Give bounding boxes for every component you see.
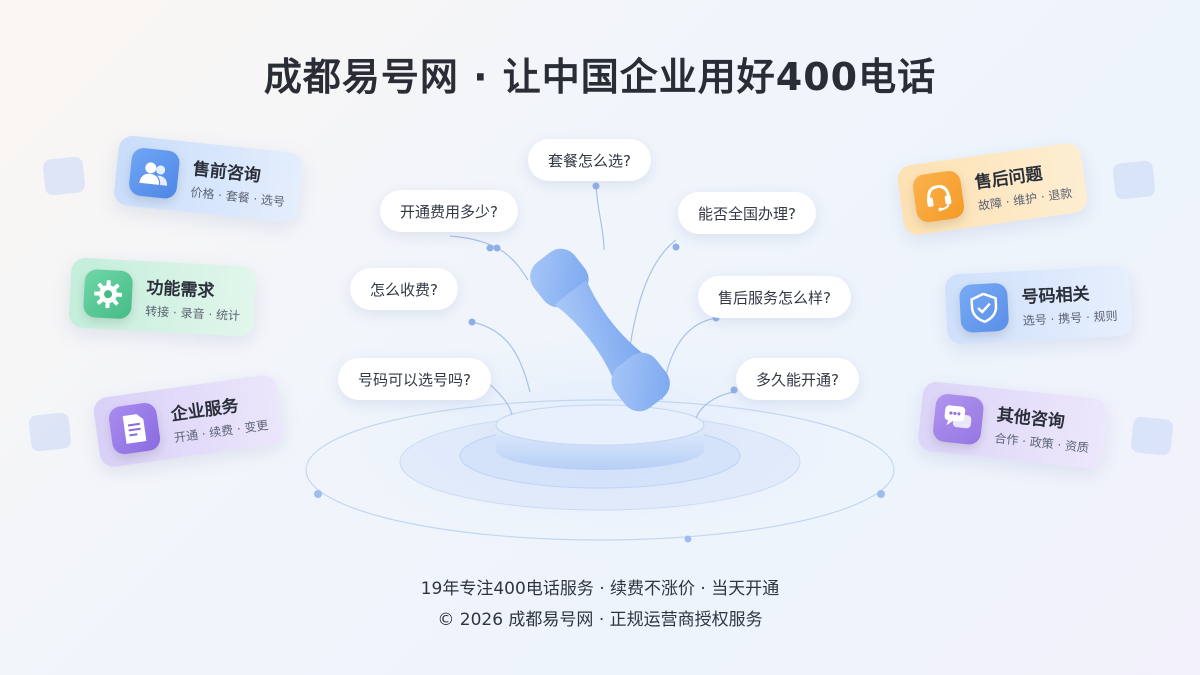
question-bubble[interactable]: 多久能开通? bbox=[736, 358, 859, 400]
card-subtitle: 选号 · 携号 · 规则 bbox=[1022, 308, 1118, 328]
card-aftersale-issues[interactable]: 售后问题 故障 · 维护 · 退款 bbox=[896, 141, 1089, 237]
question-bubble[interactable]: 号码可以选号吗? bbox=[338, 358, 491, 400]
phone-handset-icon bbox=[530, 248, 670, 412]
question-bubble[interactable]: 能否全国办理? bbox=[678, 192, 816, 234]
card-feature-needs[interactable]: 功能需求 转接 · 录音 · 统计 bbox=[68, 257, 257, 337]
shield-check-icon bbox=[958, 282, 1010, 334]
footer-tagline: 19年专注400电话服务 · 续费不涨价 · 当天开通 bbox=[420, 579, 780, 599]
footer-copyright: © 2026 成都易号网 · 正规运营商授权服务 bbox=[437, 610, 763, 630]
page-title: 成都易号网 · 让中国企业用好400电话 bbox=[263, 55, 937, 99]
pedestal-top bbox=[495, 404, 705, 446]
card-enterprise-service[interactable]: 企业服务 开通 · 续费 · 变更 bbox=[92, 373, 285, 469]
ring-dot bbox=[877, 490, 885, 498]
question-bubble[interactable]: 售后服务怎么样? bbox=[698, 276, 851, 318]
document-icon bbox=[107, 401, 162, 456]
card-title: 号码相关 bbox=[1021, 284, 1091, 308]
card-presale-consult[interactable]: 售前咨询 价格 · 套餐 · 选号 bbox=[112, 134, 305, 224]
question-bubble[interactable]: 套餐怎么选? bbox=[528, 139, 651, 181]
gear-icon bbox=[82, 268, 134, 320]
card-number-related[interactable]: 号码相关 选号 · 携号 · 规则 bbox=[944, 265, 1133, 345]
card-title: 功能需求 bbox=[145, 278, 215, 302]
headset-icon bbox=[911, 169, 966, 224]
users-icon bbox=[127, 146, 181, 200]
ring-dot bbox=[684, 535, 692, 543]
question-bubble[interactable]: 怎么收费? bbox=[350, 268, 458, 310]
question-bubble[interactable]: 开通费用多少? bbox=[380, 190, 518, 232]
ring-dot bbox=[314, 490, 322, 498]
outer-ring bbox=[305, 399, 895, 541]
chat-icon bbox=[931, 392, 985, 446]
card-subtitle: 转接 · 录音 · 统计 bbox=[144, 304, 241, 324]
card-other-consult[interactable]: 其他咨询 合作 · 政策 · 资质 bbox=[916, 380, 1109, 470]
